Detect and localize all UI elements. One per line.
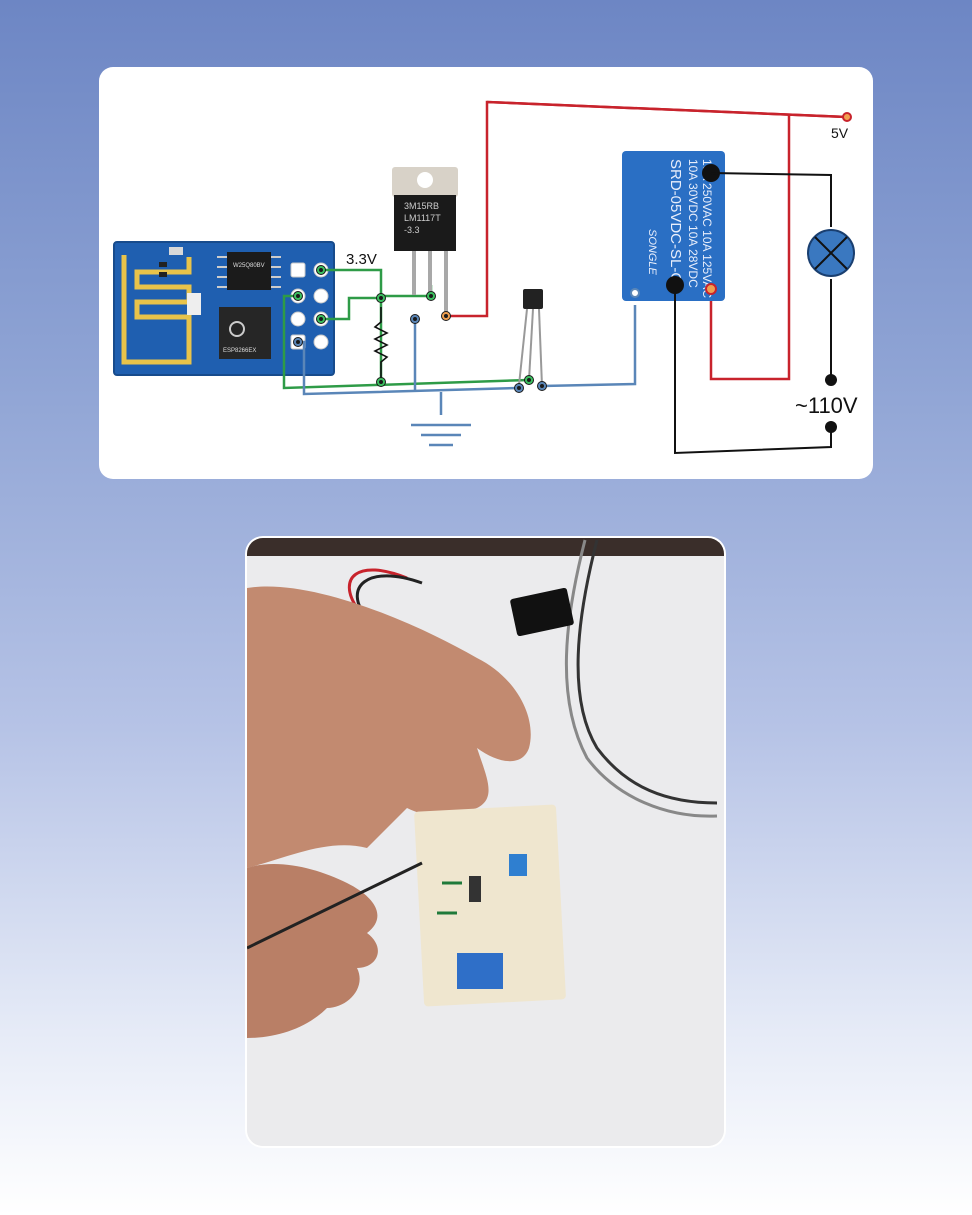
temperature-sensor [518,289,543,387]
esp-chip-label: ESP8266EX [223,348,256,354]
lamp-icon [807,229,855,277]
relay-brand: SONGLE [646,229,658,276]
wiring-diagram: W25Q80BV ESP8266EX [113,100,858,455]
esp01-module: W25Q80BV ESP8266EX [113,241,335,376]
junction-dots [293,265,547,393]
breadboard-photo-illustration [247,538,724,1146]
flash-chip-label: W25Q80BV [233,263,265,269]
regulator-line1: 3M15RB [404,201,439,211]
breadboard-photo [247,538,724,1146]
ac-terminal-bottom [825,421,837,433]
wiring-diagram-card: W25Q80BV ESP8266EX [99,67,873,479]
label-3v3: 3.3V [346,251,377,268]
ac-terminal-top [825,374,837,386]
label-110v: ~110V [795,393,858,418]
ground-symbol [411,423,471,447]
blue-wires [298,305,637,415]
black-load-wires [674,172,832,455]
relay-line1: 10A 250VAC 10A 125VAC [700,159,714,298]
lm1117-regulator: 3M15RB LM1117T -3.3 [392,167,458,315]
relay-module: 10A 250VAC 10A 125VAC 10A 30VDC 10A 28VD… [622,151,725,301]
regulator-line2: LM1117T [404,213,441,223]
5v-terminal [842,112,852,122]
label-5v: 5V [831,125,849,141]
relay-line3: SRD-05VDC-SL-C [667,159,684,283]
regulator-line3: -3.3 [404,225,420,235]
relay-line2: 10A 30VDC 10A 28VDC [686,159,700,288]
resistor [373,307,389,382]
breadboard [414,804,566,1007]
